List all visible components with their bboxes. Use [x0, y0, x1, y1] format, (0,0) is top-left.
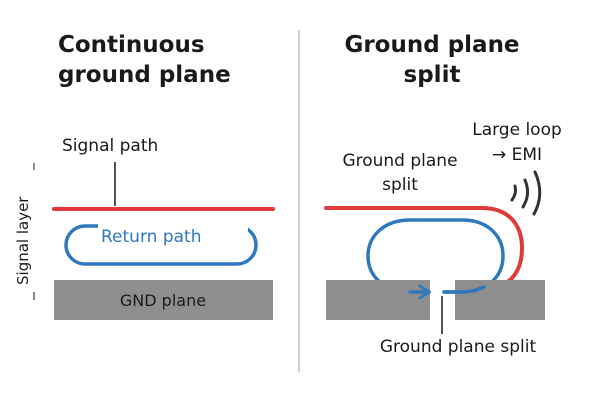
right-gnd-plane-left: [326, 280, 430, 320]
right-gnd-plane-right: [455, 280, 545, 320]
gnd-plane-label: GND plane: [120, 291, 206, 310]
signal-layer-side-label: Signal layer: [14, 196, 32, 285]
return-exit-gap: [442, 285, 486, 294]
return-arrowhead-over: [418, 284, 431, 300]
right-title-line2: split: [404, 62, 461, 88]
right-return-loop: [366, 218, 505, 294]
emi-radiation-icon: [510, 170, 542, 216]
signal-path-label: Signal path: [62, 136, 158, 156]
split-label-line2: split: [382, 175, 418, 195]
emi-label-line1: Large loop: [472, 120, 562, 140]
return-path-label-bg: [98, 222, 248, 248]
right-title-line1: Ground plane: [344, 32, 519, 58]
emi-label-line2: → EMI: [492, 145, 542, 165]
left-gnd-plane: [54, 280, 273, 320]
split-label-line1: Ground plane: [342, 151, 457, 171]
bottom-split-label: Ground plane split: [380, 337, 537, 357]
left-title-line2: ground plane: [58, 62, 231, 88]
left-title-line1: Continuous: [58, 32, 205, 58]
return-path-label: Return path: [101, 227, 201, 247]
